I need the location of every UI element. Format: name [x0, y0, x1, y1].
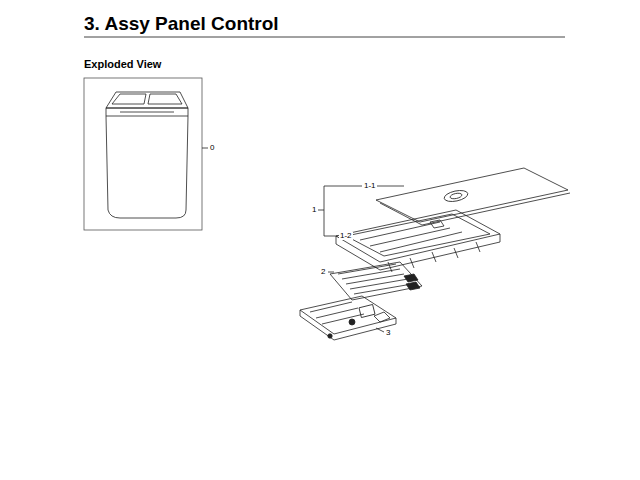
pcb-assembly [300, 296, 396, 340]
control-frame [336, 210, 500, 272]
leader-lines [318, 186, 404, 332]
callout-number: 1-2 [339, 232, 353, 240]
callout-number: 1 [311, 206, 317, 214]
section-heading: Exploded View [84, 59, 161, 70]
keypad-sheet [330, 262, 422, 300]
callout-number: 0 [209, 144, 215, 152]
title-rule [84, 37, 565, 38]
washer-drawing [106, 92, 188, 218]
product-frame [84, 78, 202, 230]
callout-number: 3 [385, 329, 391, 337]
leader-line [202, 148, 208, 149]
callout-number: 1-1 [363, 182, 377, 190]
control-cover [376, 168, 570, 225]
callout-number: 2 [320, 268, 326, 276]
page-title: 3. Assy Panel Control [84, 14, 279, 33]
